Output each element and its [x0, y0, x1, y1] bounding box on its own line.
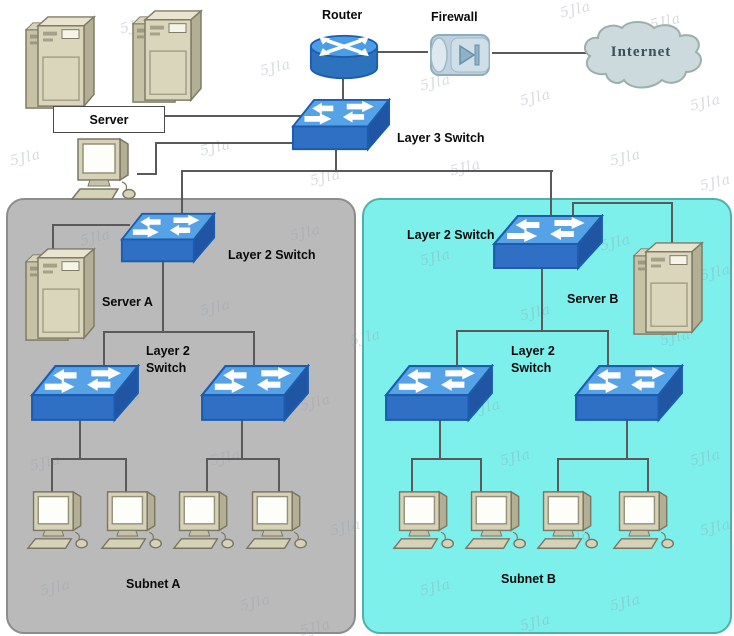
server-tower-1 — [24, 14, 102, 112]
router-label: Router — [322, 8, 363, 22]
subnet-a-switch-right — [200, 364, 310, 424]
subnet-b-top-switch — [492, 214, 604, 272]
connection-line — [541, 266, 543, 332]
server-a-icon — [24, 246, 102, 344]
watermark: 5Jla — [698, 171, 733, 195]
server-group-label: Server — [89, 112, 129, 127]
connection-line — [572, 202, 574, 226]
connection-line — [241, 420, 243, 460]
connection-line — [626, 418, 628, 460]
connection-line — [103, 331, 105, 373]
subnet-a-name-label: Subnet A — [126, 577, 181, 591]
subnet-a-computer-1 — [26, 490, 92, 552]
watermark: 5Jla — [558, 0, 593, 22]
server-tower-2 — [131, 8, 209, 106]
layer3-switch-label: Layer 3 Switch — [397, 131, 485, 145]
connection-line — [607, 330, 609, 372]
server-group-label-box: Server — [53, 106, 165, 133]
subnet-b-name-label: Subnet B — [501, 572, 556, 586]
subnet-a-mid-switch-label: Layer 2 Switch — [146, 343, 190, 377]
firewall-label: Firewall — [431, 10, 478, 24]
connection-line — [181, 170, 553, 172]
connection-line — [155, 142, 157, 175]
admin-workstation — [70, 137, 140, 203]
connection-line — [456, 330, 609, 332]
connection-line — [278, 458, 280, 502]
connection-line — [155, 142, 296, 144]
subnet-a-top-switch-label: Layer 2 Switch — [228, 248, 316, 262]
connection-line — [51, 458, 127, 460]
subnet-b-switch-left — [384, 364, 494, 424]
server-b-icon — [632, 240, 710, 338]
subnet-a-computer-4 — [245, 490, 311, 552]
watermark: 5Jla — [608, 146, 643, 170]
subnet-a-mid-switch-label-line2: Switch — [146, 361, 187, 375]
connection-line — [52, 224, 130, 226]
subnet-b-computer-2 — [464, 490, 530, 552]
connection-line — [52, 224, 54, 258]
server-b-label: Server B — [567, 292, 619, 306]
connection-line — [557, 458, 559, 499]
connection-line — [411, 458, 413, 499]
watermark: 5Jla — [688, 91, 723, 115]
connection-line — [456, 330, 458, 372]
connection-line — [206, 458, 280, 460]
subnet-a-computer-2 — [100, 490, 166, 552]
watermark: 5Jla — [198, 136, 233, 160]
connection-line — [411, 458, 482, 460]
subnet-a-top-switch — [120, 212, 216, 265]
connection-line — [342, 76, 344, 102]
subnet-b-switch-right — [574, 364, 684, 424]
connection-line — [51, 458, 53, 502]
connection-line — [647, 458, 649, 499]
connection-line — [253, 331, 255, 373]
router-icon — [309, 34, 379, 80]
subnet-b-mid-switch-label: Layer 2 Switch — [511, 343, 555, 377]
subnet-b-top-switch-label: Layer 2 Switch — [407, 228, 495, 242]
watermark: 5Jla — [8, 146, 43, 170]
subnet-a-computer-3 — [172, 490, 238, 552]
internet-label: Internet — [610, 44, 672, 60]
connection-line — [480, 458, 482, 499]
connection-line — [439, 418, 441, 460]
subnet-b-computer-3 — [536, 490, 602, 552]
connection-line — [335, 148, 337, 172]
layer3-switch-icon — [291, 98, 391, 153]
server-a-label: Server A — [102, 295, 153, 309]
connection-line — [492, 52, 588, 54]
watermark: 5Jla — [448, 156, 483, 180]
connection-line — [79, 420, 81, 460]
subnet-a-mid-switch-label-line1: Layer 2 — [146, 344, 190, 358]
connection-line — [103, 331, 255, 333]
connection-line — [550, 170, 552, 230]
subnet-b-computer-1 — [392, 490, 458, 552]
subnet-b-computer-4 — [612, 490, 678, 552]
subnet-b-mid-switch-label-line1: Layer 2 — [511, 344, 555, 358]
watermark: 5Jla — [258, 56, 293, 80]
connection-line — [378, 51, 428, 53]
connection-line — [572, 202, 673, 204]
connection-line — [137, 173, 157, 175]
subnet-a-switch-left — [30, 364, 140, 424]
connection-line — [162, 258, 164, 333]
firewall-icon — [427, 32, 495, 78]
connection-line — [163, 115, 308, 117]
connection-line — [125, 458, 127, 502]
connection-line — [181, 170, 183, 220]
connection-line — [671, 202, 673, 250]
subnet-b-mid-switch-label-line2: Switch — [511, 361, 552, 375]
connection-line — [206, 458, 208, 502]
watermark: 5Jla — [518, 86, 553, 110]
connection-line — [557, 458, 649, 460]
